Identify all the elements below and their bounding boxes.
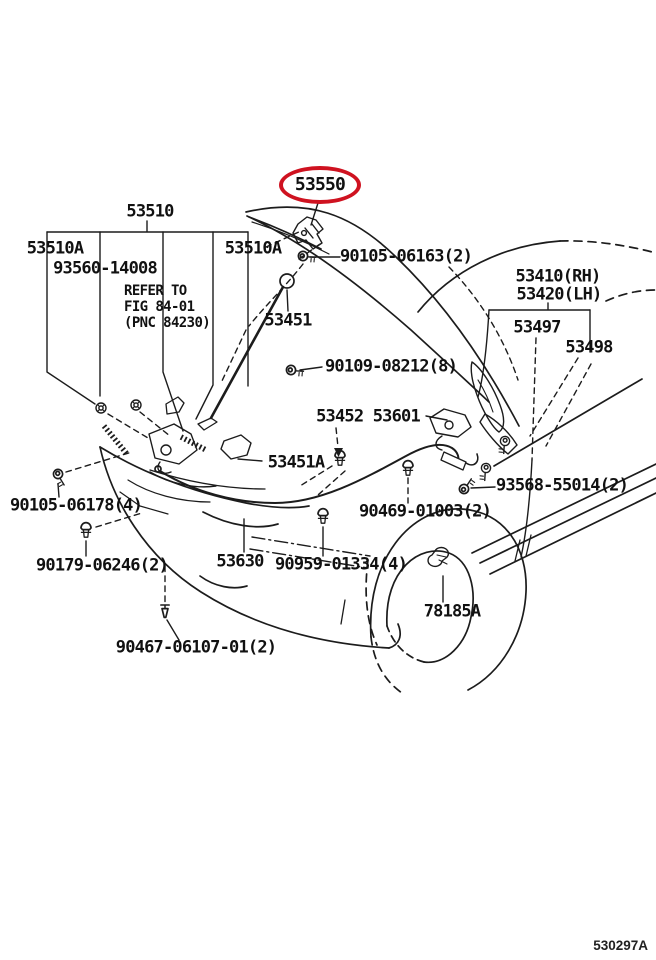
cowl-and-fender-arcs: [418, 241, 656, 466]
bolt-icon: [457, 477, 477, 495]
part-label-53497[interactable]: 53497: [513, 317, 561, 338]
refer-note: REFER TO FIG 84-01 (PNC 84230): [124, 283, 211, 331]
part-label-53410-rh[interactable]: 53410(RH): [515, 266, 602, 287]
part-label-53451[interactable]: 53451: [264, 310, 312, 331]
part-label-53510[interactable]: 53510: [126, 201, 174, 222]
refer-note-line2: FIG 84-01: [124, 299, 195, 315]
clip-icon: [80, 521, 92, 539]
highlighted-part-circle[interactable]: 53550: [279, 166, 361, 204]
front-bumper-outline: [100, 447, 400, 648]
hood-release-cable: [155, 445, 478, 503]
leader-lines: [47, 203, 591, 640]
part-label-53452-53601[interactable]: 53452 53601: [316, 406, 421, 427]
part-label-90469-01003[interactable]: 90469-01003(2): [358, 501, 492, 522]
part-label-90959-01334[interactable]: 90959-01334(4): [274, 554, 408, 575]
refer-note-line3: (PNC 84230): [124, 315, 211, 331]
front-wheel-and-arch: [371, 509, 527, 695]
screw-icon: [159, 604, 171, 619]
part-label-53498[interactable]: 53498: [565, 337, 613, 358]
refer-note-line1: REFER TO: [124, 283, 187, 299]
part-78185a-glyph: [428, 548, 448, 567]
figure-code: 530297A: [593, 938, 648, 953]
part-label-90179-06246[interactable]: 90179-06246(2): [35, 555, 169, 576]
part-label-90109-08212[interactable]: 90109-08212(8): [324, 356, 458, 377]
part-label-53451a[interactable]: 53451A: [267, 452, 325, 473]
clip-icon: [317, 507, 329, 525]
part-label-90467-06107[interactable]: 90467-06107-01(2): [115, 637, 277, 658]
part-label-53510a-left[interactable]: 53510A: [26, 238, 84, 259]
part-label-53630[interactable]: 53630: [216, 551, 264, 572]
clip-icon: [402, 459, 414, 477]
part-label-53420-lh[interactable]: 53420(LH): [516, 284, 603, 305]
bolt-icon: [283, 359, 307, 383]
part-label-53510a-right[interactable]: 53510A: [224, 238, 282, 259]
part-label-93560-14008[interactable]: 93560-14008: [53, 258, 158, 279]
hood-panel-outline: [246, 207, 519, 426]
part-label-53550[interactable]: 53550: [294, 174, 346, 195]
hood-lock-cluster: [95, 399, 251, 514]
bolt-icon: [48, 467, 70, 489]
part-label-78185a[interactable]: 78185A: [423, 601, 481, 622]
part-label-90105-06178[interactable]: 90105-06178(4): [9, 495, 143, 516]
part-label-93568-55014[interactable]: 93568-55014(2): [495, 475, 629, 496]
part-label-90105-06163[interactable]: 90105-06163(2): [339, 246, 473, 267]
rocker-panel-lines: [472, 464, 656, 574]
hood-support-rod: [166, 274, 294, 430]
